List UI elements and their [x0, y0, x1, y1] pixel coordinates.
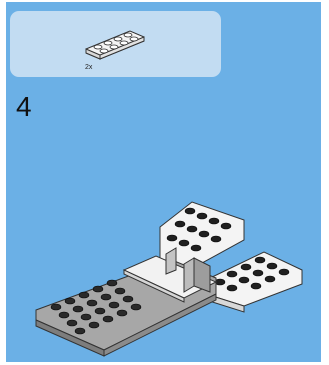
instruction-page: 2x 4 — [6, 2, 321, 362]
model-illustration — [6, 2, 321, 362]
lower-white-wing — [206, 252, 302, 312]
